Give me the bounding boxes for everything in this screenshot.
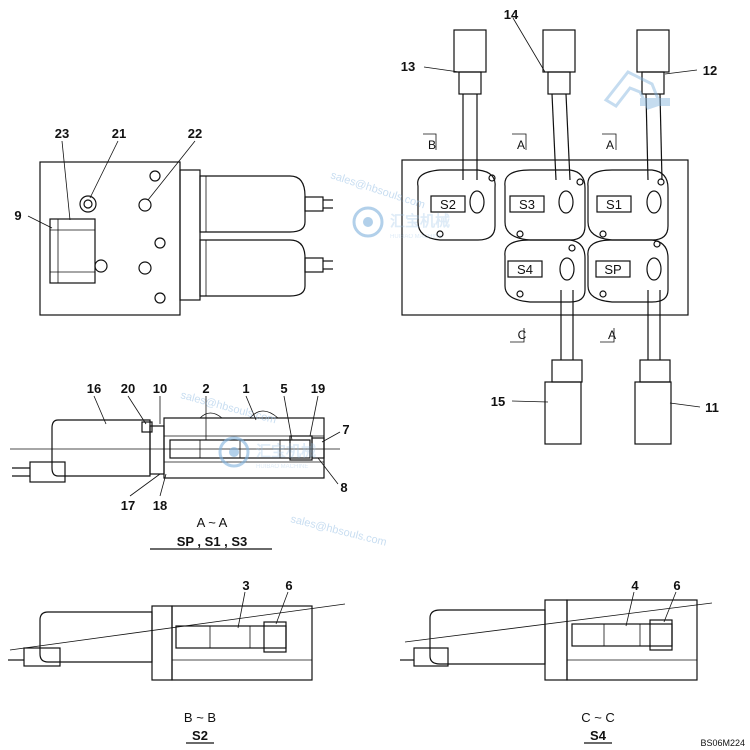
watermark-email-2: sales@hbsouls.com bbox=[179, 389, 277, 426]
section-b-b-drawing bbox=[8, 603, 346, 681]
watermark-brand-cn-top: 汇宝机械 bbox=[390, 212, 450, 230]
watermark-email-3: sales@hbsouls.com bbox=[289, 513, 388, 548]
caption-a-a: A ~ A bbox=[197, 515, 228, 530]
label-15: 15 bbox=[491, 394, 505, 409]
label-2: 2 bbox=[202, 381, 209, 396]
label-17: 17 bbox=[121, 498, 135, 513]
label-21: 21 bbox=[112, 126, 126, 141]
section-mark-a-top-1: A bbox=[517, 138, 525, 152]
valve-s4: S4 bbox=[517, 262, 533, 277]
block-side-view bbox=[39, 161, 333, 316]
leader-4 bbox=[625, 591, 635, 627]
label-8: 8 bbox=[340, 480, 347, 495]
connectors-top bbox=[453, 29, 670, 181]
watermark-brand-en-mid: HUIBAO MACHINE bbox=[256, 464, 308, 470]
label-4: 4 bbox=[631, 578, 639, 593]
watermark-machine-icon bbox=[603, 70, 670, 110]
label-3: 3 bbox=[242, 578, 249, 593]
watermark-email-1: sales@hbsouls.com bbox=[329, 169, 426, 211]
label-12: 12 bbox=[703, 63, 717, 78]
watermark-logo-top: 汇宝机械 HUIBAO MACHINE bbox=[352, 206, 450, 240]
caption-b-b: B ~ B bbox=[184, 710, 216, 725]
label-22: 22 bbox=[188, 126, 202, 141]
label-14: 14 bbox=[504, 7, 519, 22]
label-10: 10 bbox=[153, 381, 167, 396]
valve-s3: S3 bbox=[519, 197, 535, 212]
valve-s2: S2 bbox=[440, 197, 456, 212]
label-13: 13 bbox=[401, 59, 415, 74]
section-mark-a-bottom: A bbox=[608, 328, 616, 342]
section-marks bbox=[423, 133, 617, 343]
caption-sp-s1-s3: SP , S1 , S3 bbox=[177, 534, 248, 549]
label-6-left: 6 bbox=[285, 578, 292, 593]
block-front-view bbox=[401, 159, 689, 316]
caption-c-c: C ~ C bbox=[581, 710, 615, 725]
leader-6-right bbox=[663, 591, 677, 623]
valve-sp: SP bbox=[604, 262, 621, 277]
label-16: 16 bbox=[87, 381, 101, 396]
label-20: 20 bbox=[121, 381, 135, 396]
label-18: 18 bbox=[153, 498, 167, 513]
caption-s2: S2 bbox=[192, 728, 208, 743]
section-mark-c: C bbox=[518, 328, 527, 342]
caption-s4: S4 bbox=[590, 728, 607, 743]
watermark-brand-en-top: HUIBAO MACHINE bbox=[390, 234, 442, 240]
label-11: 11 bbox=[705, 400, 719, 415]
section-mark-a-top-2: A bbox=[606, 138, 614, 152]
label-6-right: 6 bbox=[673, 578, 680, 593]
leaders-top-right bbox=[423, 17, 701, 408]
connectors-bottom bbox=[544, 290, 672, 445]
label-23: 23 bbox=[55, 126, 69, 141]
leader-3 bbox=[237, 591, 246, 629]
section-mark-b: B bbox=[428, 138, 436, 152]
drawing-code: BS06M224 bbox=[700, 738, 745, 748]
watermark-logo-mid: 汇宝机械 HUIBAO MACHINE bbox=[218, 436, 316, 470]
leaders-section-a-a bbox=[93, 395, 341, 497]
section-c-c-drawing bbox=[400, 599, 713, 681]
label-5: 5 bbox=[280, 381, 287, 396]
valve-s1: S1 bbox=[606, 197, 622, 212]
label-19: 19 bbox=[311, 381, 325, 396]
leaders-top-left bbox=[27, 140, 196, 229]
watermark-brand-cn-mid: 汇宝机械 bbox=[256, 442, 316, 460]
label-1: 1 bbox=[242, 381, 249, 396]
label-9: 9 bbox=[14, 208, 21, 223]
label-7: 7 bbox=[342, 422, 349, 437]
leader-6-left bbox=[275, 591, 289, 625]
